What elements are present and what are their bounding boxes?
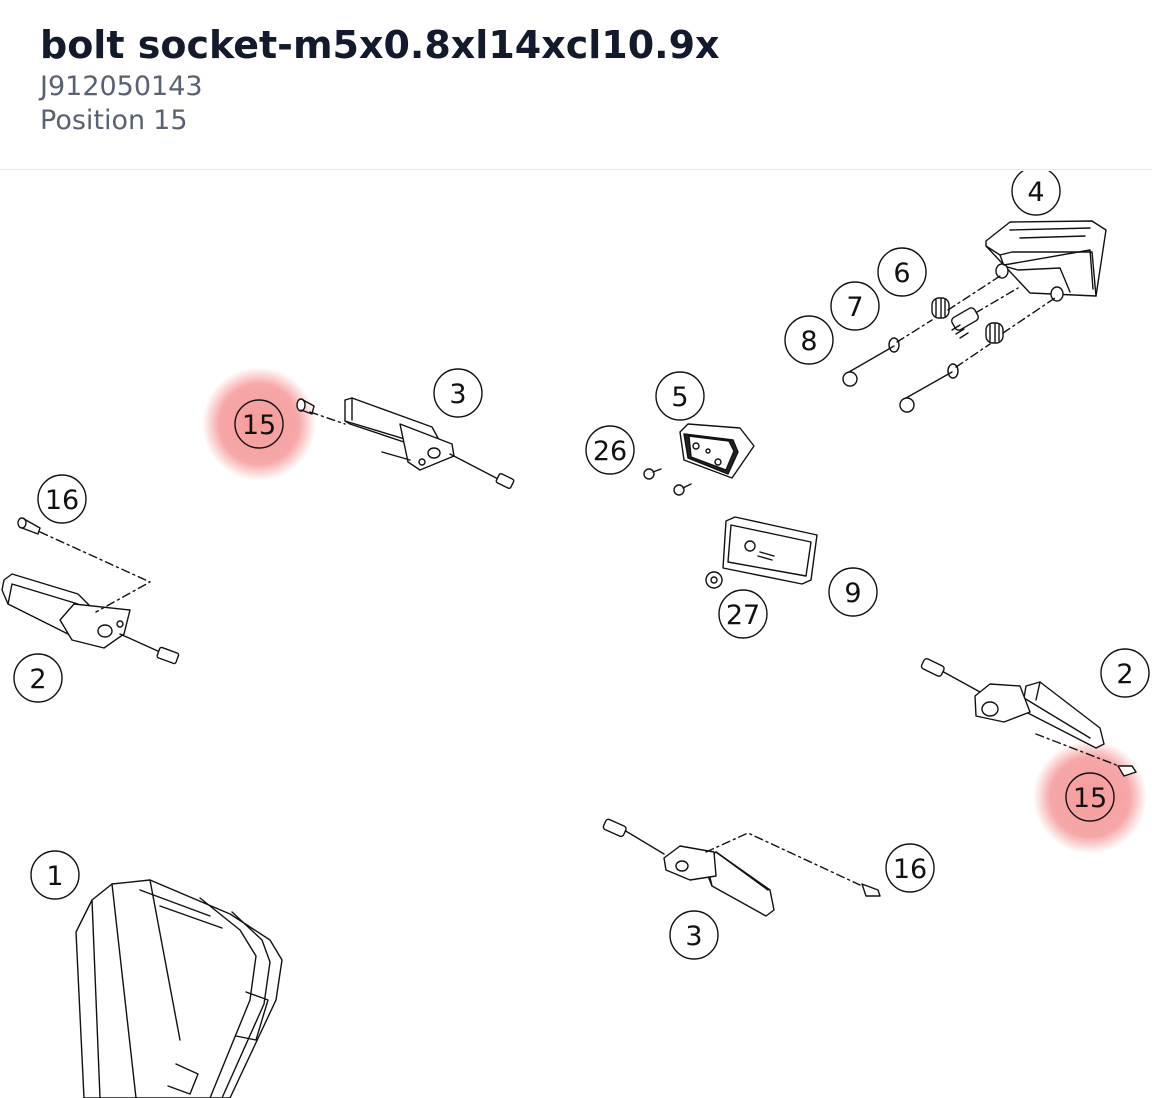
callout-layer: 4 6 7 8 3 15 5 26 16 9 27 2 2 15 1 16 3 [13,171,1150,960]
callout-label: 27 [726,600,760,631]
callout-label: 7 [846,292,863,323]
callout-label: 1 [46,861,63,892]
callout-label: 26 [593,436,627,467]
callout-27[interactable]: 27 [718,589,768,639]
callout-16[interactable]: 16 [885,843,935,893]
bolt-part [17,517,41,535]
callout-label: 8 [800,326,817,357]
callout-label: 4 [1027,177,1044,208]
callout-8[interactable]: 8 [784,315,834,365]
callout-9[interactable]: 9 [828,567,878,617]
callout-label: 9 [844,578,861,609]
callout-16[interactable]: 16 [37,474,87,524]
callout-15[interactable]: 15 [234,399,284,449]
callout-label: 16 [45,485,79,516]
callout-4[interactable]: 4 [1011,171,1061,216]
screw-part [842,345,953,413]
indicator-part [602,818,775,917]
highlight-halo [202,367,316,481]
callout-label: 2 [1116,659,1133,690]
callout-label: 5 [671,382,688,413]
position-value: 15 [153,105,188,136]
reflector-part [722,516,818,585]
callout-1[interactable]: 1 [30,850,80,900]
indicator-part [1,573,180,665]
screw-part [643,468,692,496]
callout-label: 16 [893,854,927,885]
connector-part [951,307,979,339]
side-case-part [75,879,283,1098]
callout-label: 6 [893,258,910,289]
callout-label: 15 [242,410,276,441]
rear-light-assembly [985,220,1107,302]
callout-2[interactable]: 2 [1100,648,1150,698]
callout-label: 3 [685,921,702,952]
callout-26[interactable]: 26 [585,425,635,475]
part-number: J912050143 [40,71,203,102]
bolt-part [861,883,881,897]
indicator-part [920,657,1105,749]
callout-3[interactable]: 3 [433,368,483,418]
position-label: Position [40,105,146,136]
callout-15[interactable]: 15 [1065,772,1115,822]
callout-label: 2 [29,664,46,695]
callout-6[interactable]: 6 [877,247,927,297]
indicator-part [344,397,515,490]
part-header: bolt socket-m5x0.8xl14xcl10.9x J91205014… [0,0,1152,170]
callout-2[interactable]: 2 [13,653,63,703]
callout-7[interactable]: 7 [830,281,880,331]
callout-5[interactable]: 5 [655,371,705,421]
callout-3[interactable]: 3 [669,910,719,960]
bolt-socket-part [1117,765,1137,777]
callout-label: 3 [449,379,466,410]
grommet-part [931,297,1004,344]
highlight-halo [1033,740,1147,854]
callout-label: 15 [1073,783,1107,814]
part-title: bolt socket-m5x0.8xl14xcl10.9x [40,23,720,67]
plate-light-part [679,423,755,479]
bolt-socket-part [296,398,315,415]
exploded-parts-diagram: 4 6 7 8 3 15 5 26 16 9 27 2 2 15 1 16 3 [0,171,1152,1098]
nut-part [705,571,723,589]
